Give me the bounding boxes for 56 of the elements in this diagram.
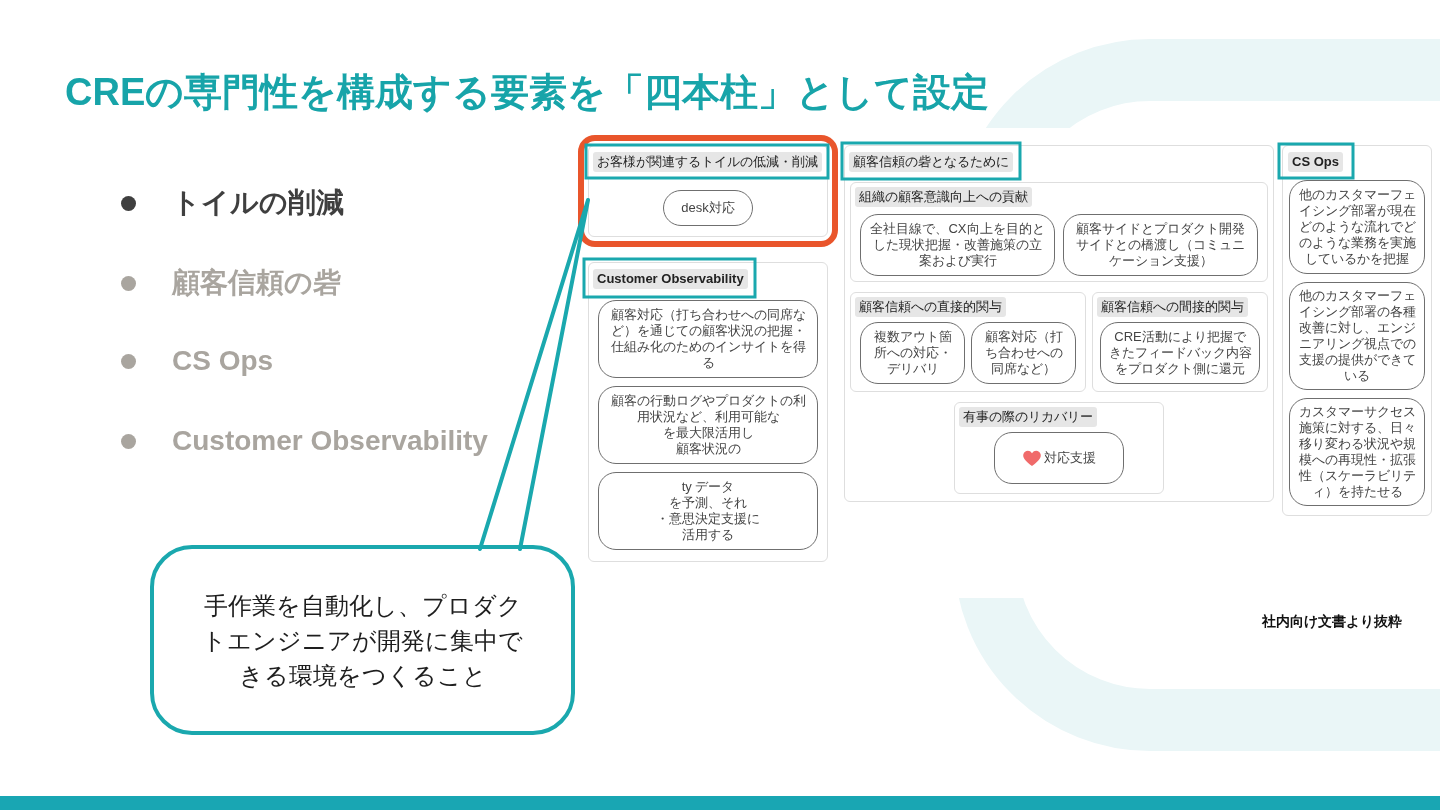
group-panel <box>850 182 1268 282</box>
bullet-text: CS Ops <box>172 344 274 378</box>
node-text: 全社目線で、CX向上を目的とした現状把握・改善施策の立案および実行 <box>869 221 1046 269</box>
node-text: ty データ <box>681 479 735 495</box>
node-text: 他のカスタマーフェイシング部署の各種改善に対し、エンジニアリング視点での支援の提供ができている <box>1297 288 1417 384</box>
node-text: カスタマーサクセス施策に対する、日々移り変わる状況や規模への再現性・拡張性（スケーラビリティ）を持たせる <box>1297 404 1417 500</box>
speech-bubble <box>150 545 575 735</box>
node-text: 顧客の行動ログやプロダクトの利用状況など、利用可能な <box>609 393 807 425</box>
rounded-box <box>994 432 1124 484</box>
node-text: ・意思決定支援に <box>656 511 760 527</box>
node-text: 活用する <box>682 527 734 543</box>
rounded-box <box>1289 398 1425 506</box>
group-panel <box>850 292 1086 392</box>
node-text: 他のカスタマーフェイシング部署が現在どのような流れでどのような業務を実施しているかを把握 <box>1297 187 1417 267</box>
callout-text: 手作業を自動化し、プロダクトエンジニアが開発に集中できる環境をつくること <box>201 590 524 691</box>
rounded-box <box>1100 322 1260 384</box>
source-note: 社内向け文書より抜粋 <box>1262 612 1402 630</box>
group-title: 組織の顧客意識向上への貢献 <box>855 187 1032 207</box>
rounded-box <box>1289 282 1425 390</box>
rounded-box <box>860 322 965 384</box>
rounded-box <box>663 190 753 226</box>
node-text: 複数アウト箇所への対応・デリバリ <box>872 329 953 377</box>
node-text: を最大限活用し <box>662 425 754 441</box>
node-text: を予測、それ <box>669 495 747 511</box>
group-panel <box>588 262 828 562</box>
node-text: 顧客対応（打ち合わせへの同席など） <box>983 329 1064 377</box>
group-title: お客様が関連するトイルの低減・削減 <box>593 152 822 172</box>
group-title: 顧客信頼への間接的関与 <box>1097 297 1248 317</box>
group-title: Customer Observability <box>593 269 748 289</box>
group-panel <box>1282 145 1432 516</box>
rounded-box <box>598 472 818 550</box>
rounded-box <box>1289 180 1425 274</box>
rounded-box <box>971 322 1076 384</box>
group-title: 顧客信頼の砦となるために <box>849 152 1013 172</box>
node-text: CRE活動により把握できたフィードバック内容をプロダクト側に還元 <box>1108 329 1252 377</box>
bullet-text: 顧客信頼の砦 <box>172 266 341 300</box>
group-title: 顧客信頼への直接的関与 <box>855 297 1006 317</box>
rounded-box <box>1063 214 1258 276</box>
node-text: desk対応 <box>681 200 735 216</box>
bullet-text: トイルの削減 <box>172 186 344 220</box>
slide-title: CREの専門性を構成する要素を「四本柱」として設定 <box>65 70 990 115</box>
node-text: 顧客サイドとプロダクト開発サイドとの橋渡し（コミュニケーション支援） <box>1075 221 1246 269</box>
group-panel <box>844 145 1274 502</box>
node-text: 顧客状況の <box>675 441 741 457</box>
group-title: CS Ops <box>1288 152 1343 172</box>
group-panel <box>954 402 1164 494</box>
rounded-box <box>598 386 818 464</box>
node-text: 対応支援 <box>1043 450 1096 466</box>
bullet-text: Customer Observability <box>172 424 488 458</box>
rounded-box <box>860 214 1055 276</box>
node-text: 顧客対応（打ち合わせへの同席など）を通じての顧客状況の把握・仕組み化のためのインサイトを得る <box>609 307 807 371</box>
group-panel <box>1092 292 1268 392</box>
group-panel <box>588 145 828 237</box>
group-title: 有事の際のリカバリー <box>959 407 1097 427</box>
callout-tail <box>478 198 590 551</box>
rounded-box <box>598 300 818 378</box>
